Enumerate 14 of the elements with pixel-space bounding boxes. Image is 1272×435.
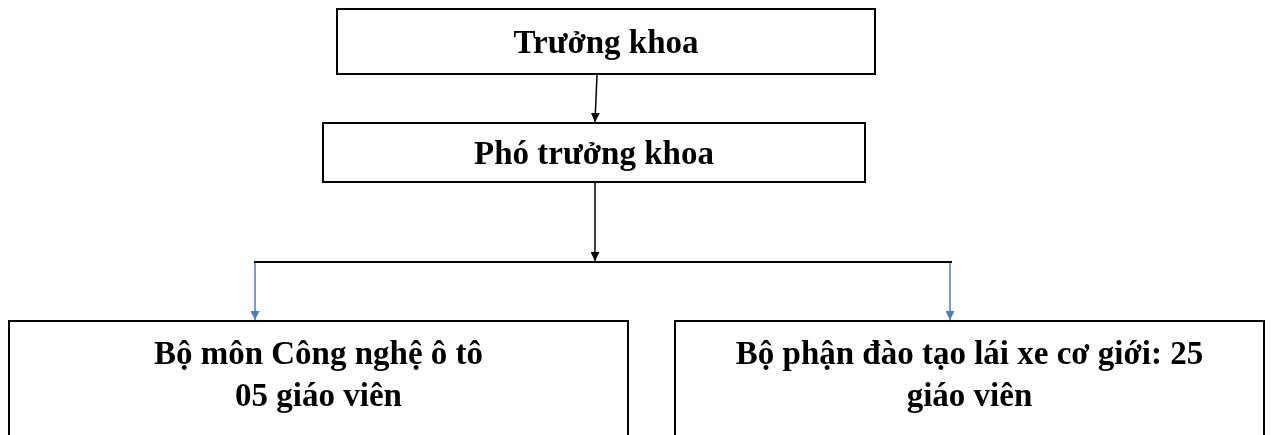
box-label: 05 giáo viên bbox=[235, 376, 402, 415]
arrow bbox=[945, 262, 955, 321]
org-box bbox=[8, 320, 629, 435]
arrow bbox=[590, 182, 600, 262]
box-label: Trưởng khoa bbox=[513, 22, 699, 62]
branch-line bbox=[254, 261, 952, 263]
box-label: Bộ phận đào tạo lái xe cơ giới: 25 giáo viên bbox=[734, 334, 1205, 415]
box-label: Phó trưởng khoa bbox=[474, 133, 714, 173]
arrow bbox=[590, 74, 600, 123]
org-box bbox=[322, 122, 866, 183]
arrow bbox=[250, 262, 260, 321]
org-box bbox=[336, 8, 876, 75]
org-box bbox=[674, 320, 1265, 435]
box-label: Bộ môn Công nghệ ô tô bbox=[153, 334, 484, 373]
